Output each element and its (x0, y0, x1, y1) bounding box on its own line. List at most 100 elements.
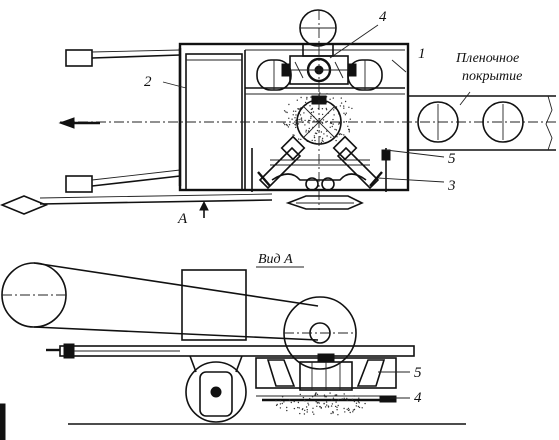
spray-dot (339, 105, 342, 107)
spray-dot (320, 141, 323, 144)
spray-dot (306, 96, 308, 99)
spray-dot (358, 402, 360, 404)
spray-dot (310, 111, 313, 114)
spray-dot (332, 397, 335, 399)
spray-dot (330, 136, 332, 138)
spray-dot (337, 404, 339, 407)
spray-dot (302, 408, 304, 410)
spray-dot (292, 110, 295, 112)
spray-dot (335, 129, 338, 131)
spray-dot (297, 406, 299, 409)
spray-dot (343, 105, 345, 107)
spray-dot (322, 119, 325, 121)
spray-dot (279, 403, 282, 405)
spray-dot (337, 399, 340, 401)
spray-dot (299, 393, 301, 396)
spray-dot (343, 393, 345, 395)
spray-dot (321, 137, 324, 140)
runner-plate-center (285, 195, 364, 210)
spray-dot (281, 402, 283, 405)
spray-dot (307, 130, 310, 132)
spray-dot (325, 109, 328, 111)
spray-dot (348, 131, 350, 133)
spray-dot (318, 402, 320, 404)
spray-dot (315, 401, 317, 403)
spray-dot (325, 396, 327, 398)
spray-dot (348, 106, 350, 109)
spray-dot (335, 394, 338, 396)
label-film-line2: покрытие (462, 69, 522, 84)
spray-cloud (283, 92, 353, 144)
spray-dot (335, 139, 337, 142)
spray-dot (298, 108, 301, 110)
spray-dot (343, 107, 345, 109)
label-spray-head-4: 4 (379, 9, 387, 25)
spray-dot (300, 118, 302, 120)
spray-dot (312, 111, 315, 113)
machine-frame (178, 42, 410, 192)
spray-dot (319, 136, 321, 138)
spray-dot (297, 123, 300, 125)
spray-dot (358, 406, 361, 409)
spray-dot (312, 411, 314, 413)
spray-dot (303, 112, 305, 114)
spray-dot (353, 400, 356, 403)
feed-rollers (256, 59, 383, 91)
spray-dot (321, 121, 324, 124)
spray-dot (349, 411, 351, 414)
spray-dot (294, 124, 297, 126)
spray-dot (313, 136, 316, 139)
spray-dot (351, 398, 354, 400)
spray-dot (311, 396, 314, 398)
spray-dot (297, 108, 299, 110)
spray-dot (313, 135, 316, 137)
spray-dot (321, 139, 323, 141)
spray-dot (286, 406, 288, 409)
spray-dot (326, 130, 328, 132)
spray-dot (299, 412, 301, 415)
spray-dot (316, 405, 318, 407)
spray-dot (348, 128, 350, 131)
spray-dot (306, 409, 308, 411)
spray-dot (340, 97, 342, 99)
spray-dot (279, 400, 282, 402)
spray-dot (295, 126, 297, 129)
spray-dot (358, 397, 360, 399)
spray-dot (314, 132, 317, 134)
spray-dot (349, 118, 351, 120)
spray-dot (343, 112, 345, 115)
spray-dot (351, 107, 353, 110)
spray-dot (340, 102, 343, 104)
spray-dot (310, 117, 312, 119)
spray-dot (329, 392, 331, 394)
spray-dot (305, 406, 308, 408)
spray-dot (346, 397, 348, 400)
spray-dot (281, 396, 284, 398)
spray-dot (309, 105, 311, 107)
spray-dot (315, 392, 317, 394)
spray-dot (343, 134, 345, 136)
spray-dot (336, 406, 338, 408)
spray-dot (288, 103, 290, 106)
spray-dot (292, 114, 294, 116)
spray-dot (341, 133, 343, 136)
spray-dot (292, 122, 294, 125)
spray-dot (322, 140, 324, 143)
spray-dot (333, 109, 335, 111)
spray-dot (293, 134, 295, 136)
spray-dot (310, 115, 312, 118)
spray-dot (275, 400, 277, 402)
spray-dot (306, 98, 308, 100)
spray-dot (308, 122, 310, 124)
spray-dot (336, 409, 338, 411)
label-spray-head-4-side: 4 (414, 390, 422, 406)
spray-dot (302, 396, 305, 399)
spray-dot (357, 401, 360, 403)
spray-dot (304, 409, 306, 412)
spray-dot (284, 123, 286, 126)
spray-dot (279, 407, 282, 409)
spray-dot (332, 412, 334, 414)
spray-dot (294, 117, 296, 119)
spray-dot (310, 108, 312, 111)
